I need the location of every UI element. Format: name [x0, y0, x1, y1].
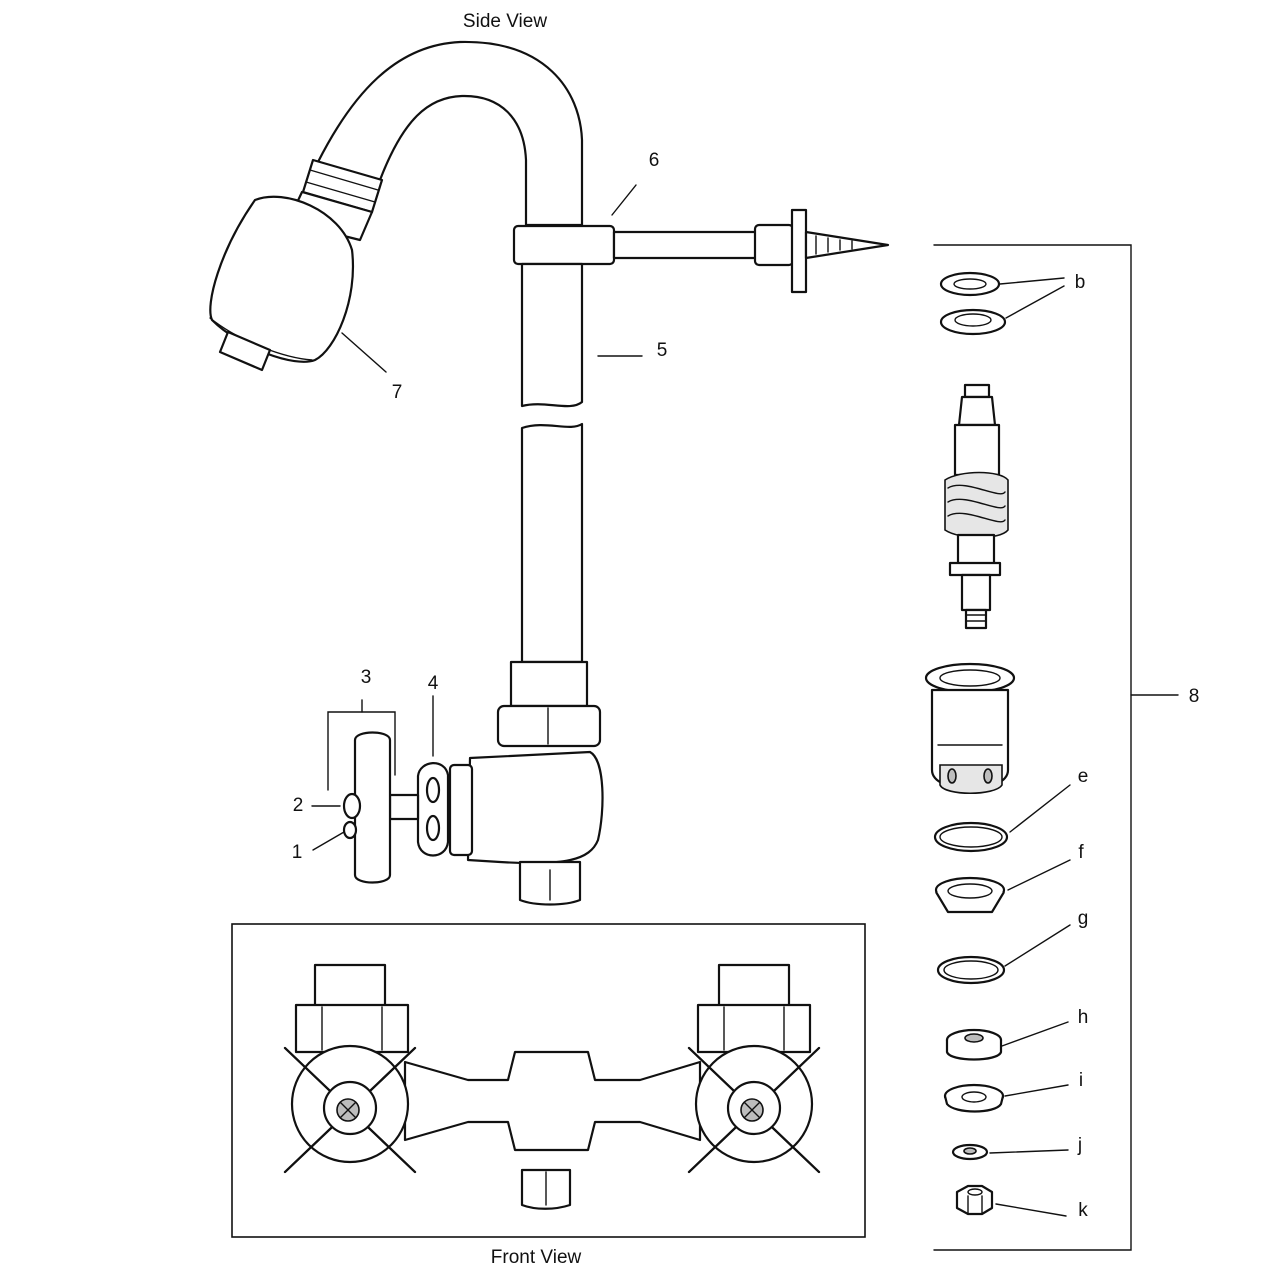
flange	[416, 762, 450, 857]
shower-head	[209, 158, 384, 372]
callout-2: 2	[293, 795, 304, 816]
front-view-assembly	[283, 963, 821, 1210]
callout-1: 1	[292, 842, 303, 863]
parts-bracket-8	[933, 244, 1132, 1251]
callout-g: g	[1078, 908, 1089, 929]
washer-i	[943, 1083, 1069, 1113]
callout-3: 3	[361, 667, 372, 688]
callout-k: k	[1078, 1200, 1088, 1221]
callout-lines-side	[311, 184, 643, 851]
nut-k	[955, 1184, 1067, 1217]
cross-handle	[342, 731, 392, 884]
cartridge-stem	[944, 383, 1009, 630]
valve-body	[448, 660, 604, 906]
front-view-frame	[231, 923, 866, 1238]
washer-b	[939, 271, 1065, 336]
seat-f	[934, 859, 1071, 914]
washer-j	[951, 1143, 1069, 1161]
callout-j: j	[1077, 1135, 1082, 1156]
front-view-caption: Front View	[491, 1247, 582, 1268]
gasket-g	[936, 924, 1071, 985]
callout-f: f	[1078, 842, 1084, 863]
callout-6: 6	[649, 150, 660, 171]
callout-4: 4	[428, 673, 439, 694]
riser-pipe-lower	[520, 422, 584, 664]
cartridge-body	[924, 662, 1016, 794]
valve-stem	[388, 793, 420, 821]
callout-e: e	[1078, 766, 1089, 787]
side-view-caption: Side View	[463, 11, 547, 32]
o-ring-e	[933, 784, 1071, 853]
callout-i: i	[1079, 1070, 1083, 1091]
callout-8: 8	[1189, 686, 1200, 707]
gooseneck-spout	[316, 40, 584, 227]
wall-bracket-arm	[512, 208, 890, 294]
callout-5: 5	[657, 340, 668, 361]
callout-b: b	[1075, 272, 1086, 293]
riser-pipe-upper	[520, 262, 584, 408]
washer-h	[945, 1021, 1069, 1061]
callout-7: 7	[392, 382, 403, 403]
callout-h: h	[1078, 1007, 1089, 1028]
